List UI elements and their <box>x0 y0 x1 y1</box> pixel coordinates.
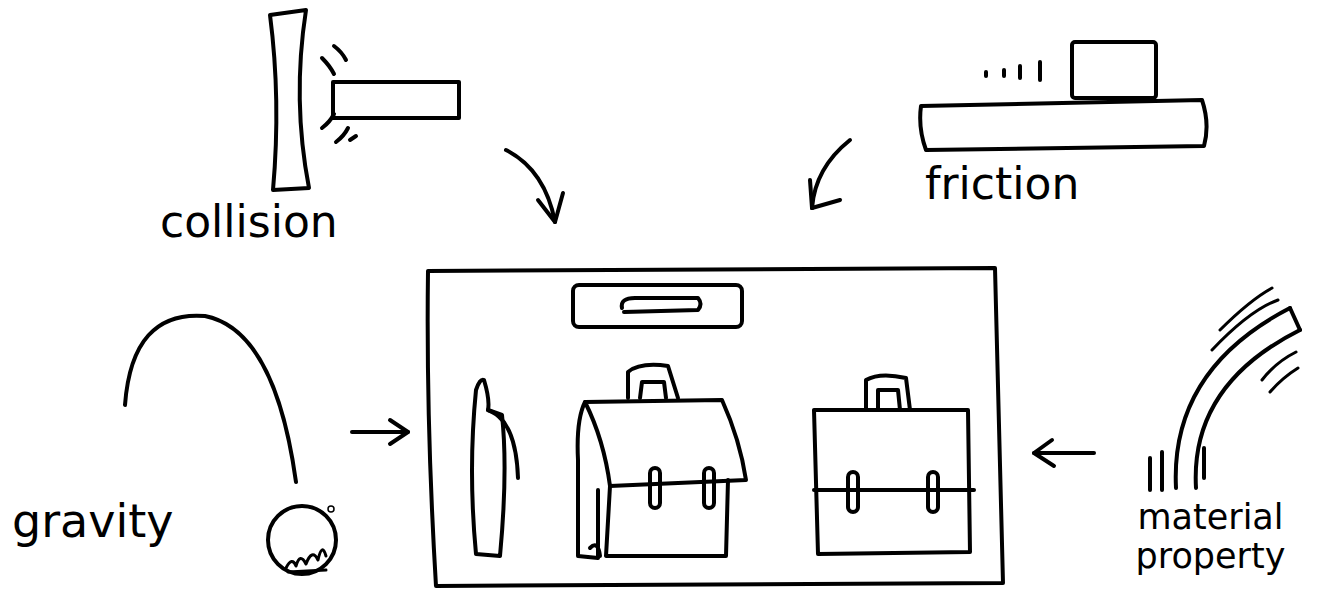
physics-label: material property <box>1108 498 1313 575</box>
bottle-sketch <box>472 380 518 556</box>
physics-label: collision <box>160 198 400 246</box>
physics-label: gravity <box>12 496 242 547</box>
arrow <box>1034 440 1094 466</box>
collision-sketch <box>270 10 459 190</box>
arrow <box>810 140 850 208</box>
material-sketch <box>1150 288 1300 490</box>
arrow <box>506 150 563 222</box>
arrow <box>352 420 408 444</box>
physics-label: friction <box>925 160 1165 208</box>
backpack-sketch <box>578 365 746 558</box>
briefcase-sketch <box>814 375 974 554</box>
scene-frame <box>428 268 1003 586</box>
friction-sketch <box>920 42 1206 150</box>
